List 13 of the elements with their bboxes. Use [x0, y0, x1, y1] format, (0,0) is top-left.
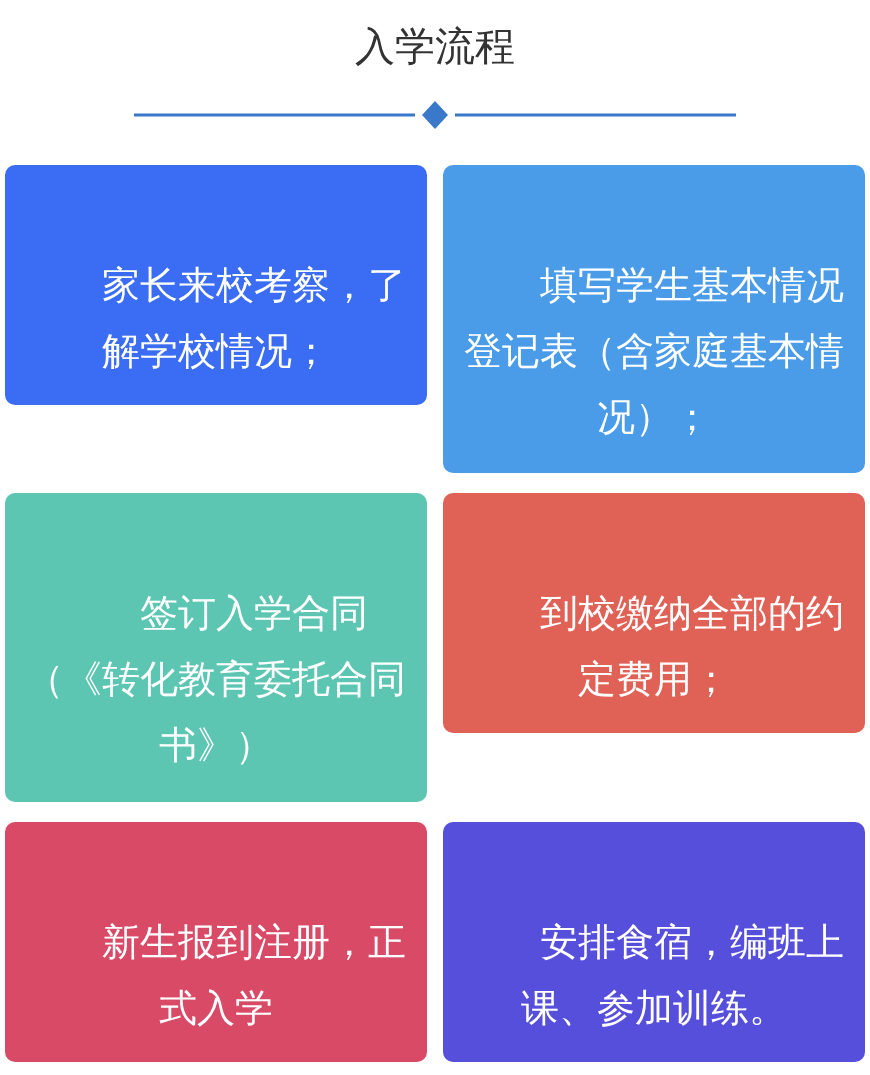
step-text: 新生报到注册，正式入学	[101, 919, 407, 1032]
step-box	[443, 493, 865, 733]
title: 入学流程	[354, 22, 516, 71]
step-text: 家长来校考察，了解学校情况；	[101, 262, 407, 375]
step-text: 填写学生基本情况登记表（含家庭基本情况）；	[463, 262, 845, 441]
step-box	[443, 165, 865, 473]
step-box	[5, 165, 427, 405]
step-text: 签订入学合同（《转化教育委托合同书》）	[25, 590, 407, 769]
step-text: 到校缴纳全部的约定费用；	[539, 590, 845, 703]
step-text: 安排食宿，编班上课、参加训练。	[520, 919, 845, 1032]
step-box	[5, 493, 427, 802]
step-box	[5, 822, 427, 1062]
step-box	[443, 822, 865, 1062]
